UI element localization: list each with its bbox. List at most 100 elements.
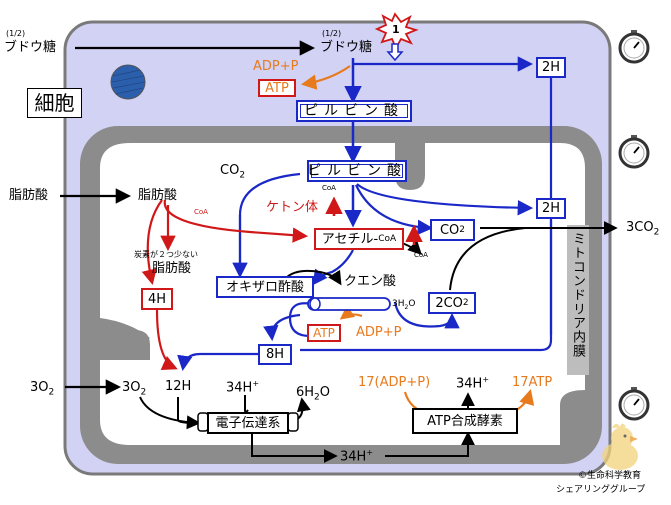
adp-p-mid: ADP+P — [356, 325, 402, 340]
arrow-etc-h34 — [251, 434, 338, 463]
arrow-adp-atp-mid — [339, 305, 363, 320]
h4-box: 4H — [141, 288, 173, 310]
membrane-label-band — [567, 225, 589, 375]
h34-a: 34H+ — [226, 379, 260, 396]
h34-a-main: 34H — [226, 380, 253, 396]
o2-left-main: 3O — [30, 380, 49, 395]
adp-p-top: ADP+P — [253, 59, 299, 74]
o2-inner-main: 3O — [122, 380, 141, 395]
citric-acid: クエン酸 — [344, 274, 397, 289]
half-label-mid: (1/2) — [322, 29, 342, 38]
crista-left — [100, 318, 150, 356]
o2-left-sub: 2 — [48, 387, 55, 398]
coa-small-2: CoA — [194, 208, 208, 216]
h2-mid: 2H — [536, 198, 566, 219]
h2o-small-sub: 2 — [404, 303, 409, 311]
copyright-line1: ©生命科学教育 — [578, 471, 642, 481]
arrow-4h-12h — [155, 309, 178, 371]
three-co2-main: 3CO — [626, 220, 654, 235]
half-label-left: (1/2) — [6, 29, 26, 38]
arrow-co2-pyruvate — [238, 172, 301, 274]
arrow-h34-synthase — [385, 431, 475, 457]
h2o-out-main: 6H — [296, 385, 315, 400]
crista-right — [560, 390, 585, 445]
oxaloacetate-box: オキザロ酢酸 — [216, 276, 314, 298]
citric-tube — [307, 297, 391, 311]
h2o-small-main: 3H — [392, 299, 405, 309]
fatty-acid-short: 脂肪酸 — [152, 261, 192, 276]
fatty-acid-left: 脂肪酸 — [9, 188, 49, 203]
h34-b-sup: + — [482, 375, 490, 384]
mitochondrion-matrix — [100, 143, 585, 445]
h2o-small: 3H2O — [392, 300, 415, 311]
co2-left: CO2 — [220, 164, 245, 181]
h34-c-sup: + — [366, 448, 374, 457]
acetyl-coa-box: アセチル-CoA — [314, 228, 404, 250]
carbon2-note: 炭素が２つ少ない — [134, 250, 198, 259]
h12: 12H — [165, 379, 192, 394]
h34-a-sup: + — [252, 379, 260, 388]
glucose-left: ブドウ糖 — [4, 40, 57, 55]
pyruvate-mid: ピルビン酸 — [307, 160, 407, 182]
h2-top: 2H — [536, 57, 566, 78]
h34-b-main: 34H — [456, 376, 483, 392]
arrow-cycle-8h — [263, 313, 301, 342]
acetyl-coa: CoA — [378, 233, 397, 244]
copyright-line2: シェアリンググループ — [556, 485, 646, 495]
o2-left: 3O2 — [30, 381, 54, 398]
atp17: 17ATP — [512, 375, 553, 390]
h8-box: 8H — [258, 344, 292, 365]
acetyl-main: アセチル- — [321, 231, 379, 247]
arrow-pyruvate-2h — [356, 183, 534, 216]
o2-inner: 3O2 — [122, 381, 146, 398]
h2o-small-tail: O — [408, 299, 416, 309]
glucose-mid: ブドウ糖 — [320, 40, 373, 55]
h34-b: 34H+ — [456, 375, 490, 392]
atp-synthase-box: ATP合成酵素 — [412, 408, 518, 434]
h34-c-main: 34H — [340, 449, 367, 465]
h34-c: 34H+ — [340, 448, 374, 465]
h2o-out-tail: O — [319, 385, 331, 400]
arrow-adp-atp-top — [300, 65, 351, 90]
co2-box-sub: 2 — [459, 224, 466, 235]
coa-small-1: CoA — [322, 184, 336, 192]
arrow-fatty-4h — [141, 199, 163, 286]
h2o-out: 6H2O — [296, 386, 330, 403]
adp17: 17(ADP+P) — [358, 375, 431, 390]
co2-left-main: CO — [220, 163, 240, 178]
h2o-out-sub: 2 — [314, 392, 320, 403]
stopwatch-icon — [618, 135, 650, 169]
star-number: 1 — [392, 23, 400, 36]
arrow-oxalo-citric — [284, 269, 342, 286]
ketone-body: ケトン体 — [266, 200, 319, 215]
co2-box-main: CO — [439, 222, 460, 238]
pyruvate-top: ピルビン酸 — [296, 100, 412, 122]
arrow-fatty-acyl — [163, 199, 309, 243]
fatty-acid-inner: 脂肪酸 — [138, 188, 178, 203]
two-co2-sub: 2 — [462, 297, 469, 308]
arrow-2h-top-down — [300, 78, 553, 352]
o2-inner-sub: 2 — [140, 387, 147, 398]
three-co2: 3CO2 — [626, 221, 659, 238]
three-co2-sub: 2 — [653, 227, 660, 238]
atp-top: ATP — [258, 79, 296, 97]
stopwatch-icon — [618, 387, 650, 421]
nucleus-texture — [111, 69, 146, 95]
citric-tube-cap — [309, 297, 321, 311]
coa-small-3: CoA — [414, 251, 428, 259]
two-co2-main: 2CO — [435, 295, 463, 311]
arrow-2co2-co2 — [449, 227, 526, 291]
arrow-8h-12h — [177, 352, 258, 372]
star-arrow-icon — [386, 43, 404, 62]
etc-tube-right — [287, 412, 299, 432]
mito-membrane-label: ミトコンドリア内膜 — [570, 232, 585, 358]
arrow-h34-etc — [244, 395, 249, 413]
co2-left-sub: 2 — [239, 170, 246, 181]
arrow-cycle-loop — [288, 302, 313, 338]
chick-mascot-icon — [602, 423, 638, 470]
stopwatch-icon — [618, 30, 650, 64]
atp-mid: ATP — [307, 324, 341, 342]
arrow-12h-etc — [177, 397, 199, 424]
